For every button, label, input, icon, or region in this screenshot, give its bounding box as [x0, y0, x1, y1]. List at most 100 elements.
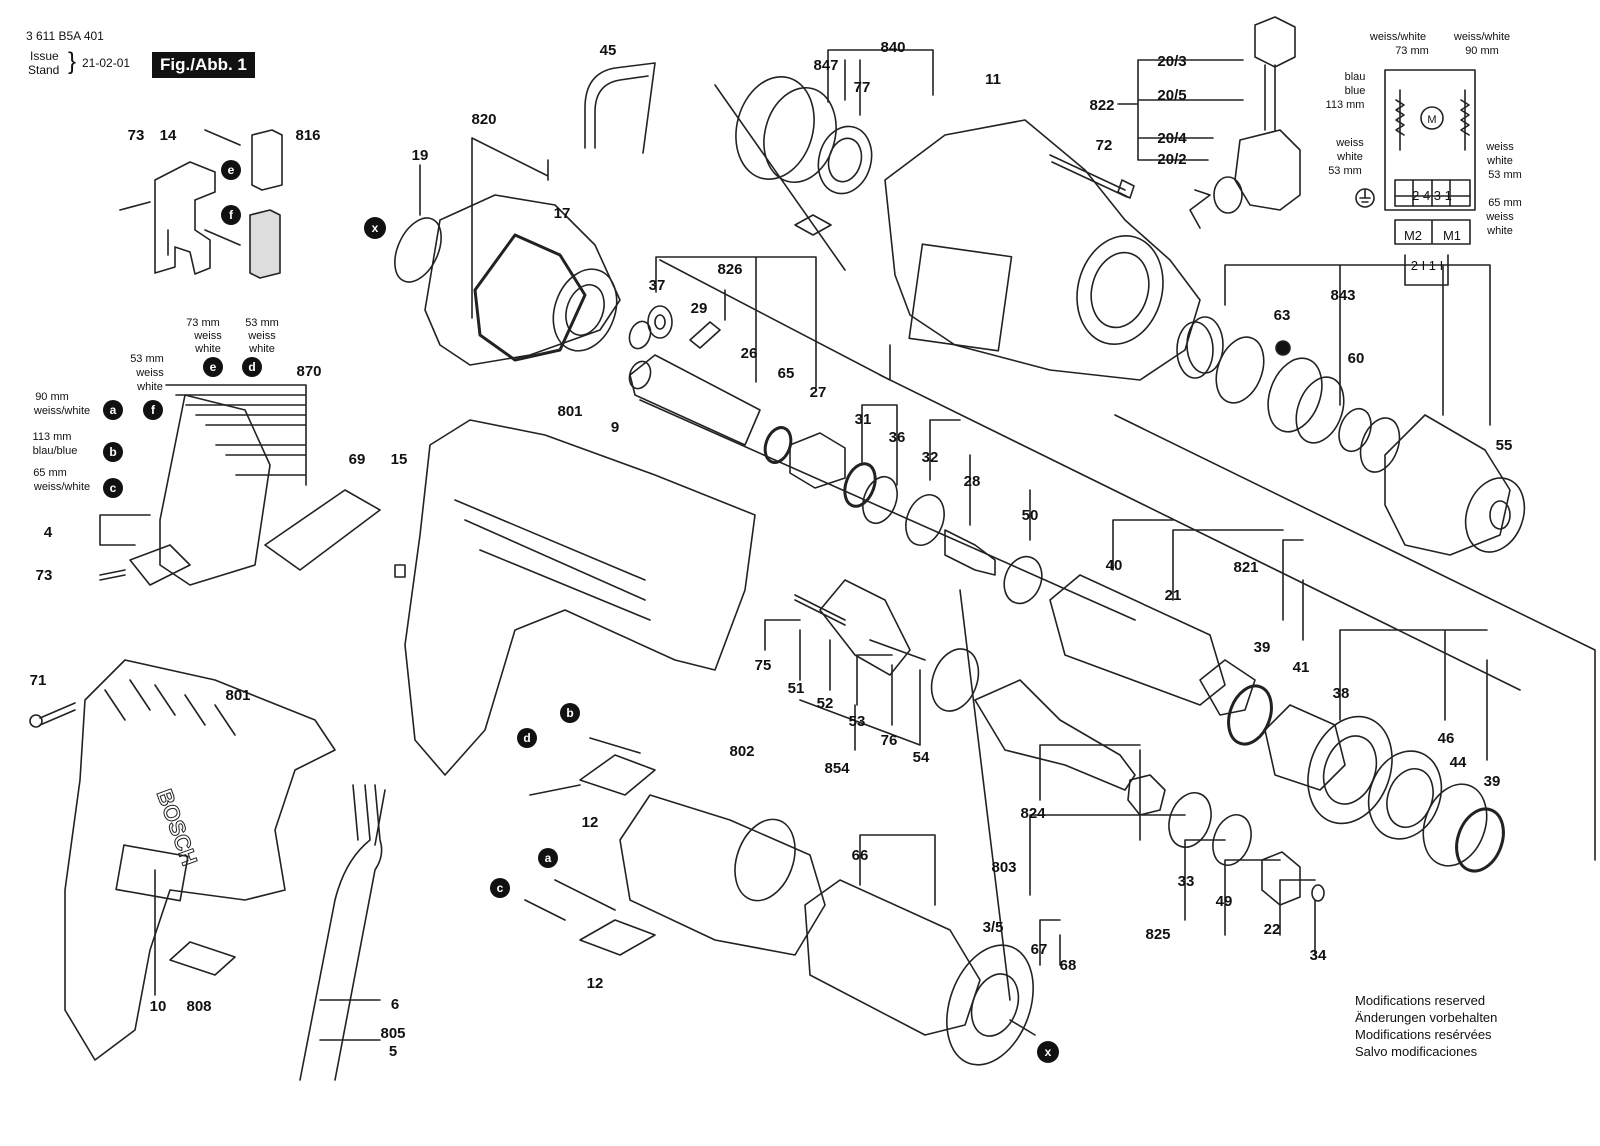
marker-e-brush: e	[228, 163, 235, 177]
marker-e-switch: e	[210, 360, 217, 374]
note-es: Salvo modificaciones	[1355, 1044, 1478, 1059]
cable	[299, 784, 383, 1081]
plate-808	[169, 941, 236, 976]
callout-14: 14	[160, 127, 177, 144]
note-de: Änderungen vorbehalten	[1355, 1010, 1498, 1025]
callout-67: 67	[1031, 941, 1048, 958]
wire-65-color: weiss/white	[33, 481, 90, 493]
sch-l-blue: blue	[1345, 85, 1366, 97]
screw-71	[39, 702, 76, 726]
shaft-824	[974, 679, 1136, 791]
callout-12-upper: 12	[582, 814, 599, 831]
flange-bore	[552, 268, 618, 352]
callout-20-3: 20/3	[1157, 53, 1186, 70]
marker-discs	[103, 160, 1059, 1063]
handle-shell	[64, 659, 336, 1061]
wire-65-len: 65 mm	[33, 467, 67, 479]
sleeve-36	[862, 475, 898, 525]
leads	[524, 737, 641, 921]
ring-32	[905, 494, 945, 546]
sch-l-blau: blau	[1345, 71, 1366, 83]
stand-label: Stand	[28, 63, 60, 77]
callout-32: 32	[922, 449, 939, 466]
callout-45: 45	[600, 42, 617, 59]
callout-824: 824	[1020, 805, 1046, 822]
issue-label: Issue	[30, 49, 59, 63]
terminal-upper	[579, 754, 656, 796]
callout-44: 44	[1450, 754, 1467, 771]
callout-840: 840	[880, 39, 905, 56]
pinion-22	[1261, 851, 1301, 906]
nut	[1127, 774, 1166, 816]
callout-820: 820	[471, 111, 496, 128]
sch-l-113: 113 mm	[1326, 99, 1365, 111]
wire-73-de: weiss	[193, 330, 222, 342]
callout-38: 38	[1333, 685, 1350, 702]
motor-housing-801	[404, 419, 756, 776]
callout-847: 847	[813, 57, 838, 74]
ring-31	[843, 462, 877, 508]
selector-body	[1234, 129, 1301, 211]
callout-69: 69	[349, 451, 366, 468]
housing-bore	[1076, 234, 1164, 346]
clutch-41	[1264, 704, 1346, 791]
callout-41: 41	[1293, 659, 1310, 676]
rating-plate-10	[115, 844, 189, 902]
armature-shaft	[1009, 1019, 1036, 1036]
callout-821: 821	[1233, 559, 1258, 576]
firing-pin-28	[944, 529, 996, 576]
callout-22: 22	[1264, 921, 1281, 938]
marker-d-switch: d	[248, 360, 255, 374]
issue-date: 21-02-01	[82, 56, 131, 70]
callout-34: 34	[1310, 947, 1327, 964]
note-fr: Modifications resérvées	[1355, 1027, 1492, 1042]
wire-113-len: 113 mm	[33, 431, 72, 443]
screw-73b	[99, 569, 126, 581]
callout-803: 803	[991, 859, 1016, 876]
gear-38	[1307, 715, 1393, 825]
wire-53-len: 53 mm	[245, 317, 279, 329]
callout-60: 60	[1348, 350, 1365, 367]
callout-55: 55	[1496, 437, 1513, 454]
wire-53b-de: weiss	[135, 367, 164, 379]
callout-20-4: 20/4	[1157, 130, 1187, 147]
spring-46	[1367, 750, 1443, 840]
callout-73-top: 73	[128, 127, 145, 144]
callout-68: 68	[1060, 957, 1077, 974]
switch-lock-4	[129, 544, 191, 586]
sch-r-white: white	[1486, 155, 1513, 167]
callout-66: 66	[852, 847, 869, 864]
flange-820	[424, 194, 621, 366]
sch-r-65: 65 mm	[1488, 197, 1522, 209]
stator-802	[619, 794, 826, 956]
damper-50	[1003, 555, 1043, 605]
clip-45	[584, 62, 656, 154]
brackets	[99, 49, 1491, 1041]
callout-21: 21	[1165, 587, 1182, 604]
spring-wire	[1189, 189, 1211, 229]
pin-15	[394, 564, 406, 578]
gear-824	[930, 648, 980, 712]
sch-r-53: 53 mm	[1488, 169, 1522, 181]
callout-27: 27	[810, 384, 827, 401]
callout-11: 11	[985, 71, 1001, 88]
callout-65: 65	[778, 365, 795, 382]
wire-53-en: white	[248, 343, 275, 355]
marker-b-stator: b	[566, 706, 573, 720]
callout-72: 72	[1096, 137, 1113, 154]
callout-50: 50	[1022, 507, 1039, 524]
leader-lines	[639, 84, 1596, 1001]
brace: }	[68, 48, 77, 75]
callout-33: 33	[1178, 873, 1195, 890]
ring-77	[817, 125, 873, 195]
note-en: Modifications reserved	[1355, 993, 1486, 1008]
wire-90-len: 90 mm	[35, 391, 69, 403]
callout-63: 63	[1274, 307, 1291, 324]
callout-26: 26	[741, 345, 758, 362]
sch-terminals: 2 4 3 1	[1412, 188, 1452, 203]
callout-15: 15	[391, 451, 408, 468]
callout-822: 822	[1089, 97, 1114, 114]
seal-17	[473, 233, 587, 362]
callout-5: 5	[389, 1043, 397, 1060]
piston-26	[629, 354, 761, 446]
